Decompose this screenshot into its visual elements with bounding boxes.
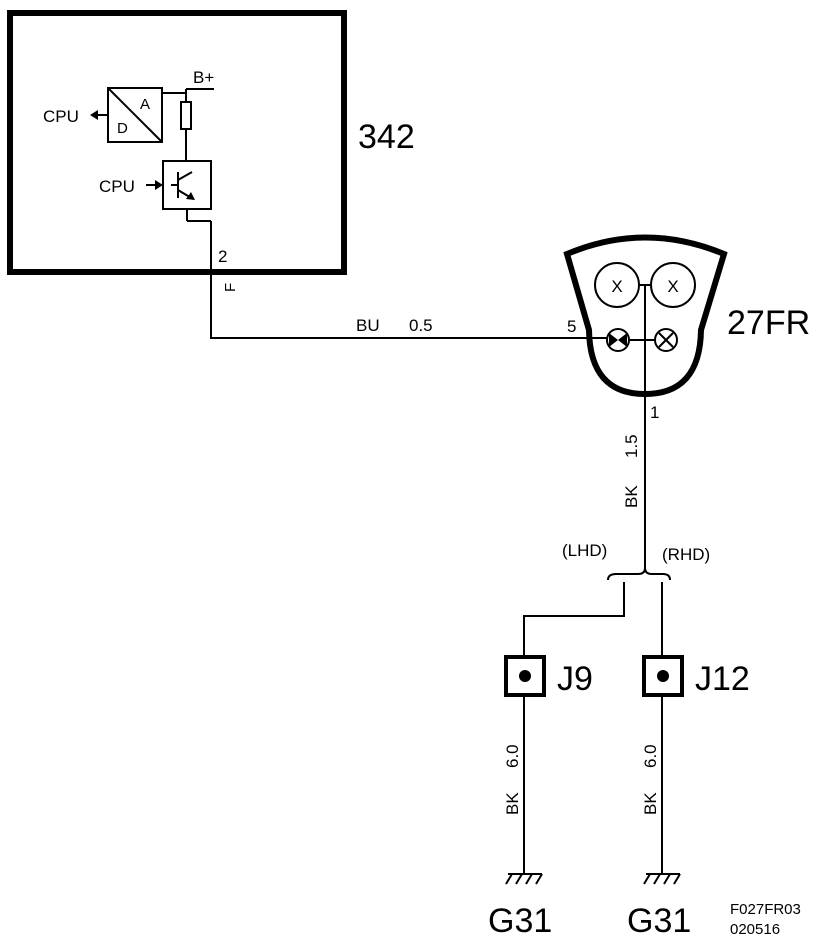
lamp-pin-signal-label: 5 (567, 317, 576, 336)
module-pin-label: 2 (218, 247, 227, 266)
arrow-right-icon (155, 180, 163, 190)
cpu-out-label: CPU (43, 107, 79, 126)
module-342: A D CPU B+ CPU 2 F 342 (7, 10, 415, 292)
right-ground-wire-color: BK (641, 792, 660, 815)
ground-icon (505, 873, 543, 885)
lamp-pin-ground-label: 1 (650, 403, 659, 422)
ground-left-id: G31 (488, 902, 552, 940)
lamp-27FR: X X 5 1 27FR (563, 234, 810, 422)
svg-text:X: X (611, 277, 622, 296)
lamp-ground-wire-size: 1.5 (622, 434, 641, 458)
lamp-housing (563, 234, 728, 398)
ground-right-id: G31 (627, 902, 691, 940)
cpu-in-label: CPU (99, 177, 135, 196)
date-code: 020516 (730, 921, 780, 938)
variant-rhd-label: (RHD) (662, 545, 710, 564)
adc-d-label: D (117, 120, 128, 137)
transistor-block (162, 160, 212, 210)
variant-brace (607, 567, 671, 581)
ground-icon (643, 873, 681, 885)
module-outline (7, 10, 347, 275)
figure-code: F027FR03 (730, 901, 801, 918)
connector-dot-icon (657, 670, 669, 682)
connector-J12: J12 (642, 655, 750, 698)
right-ground-wire-size: 6.0 (641, 744, 660, 768)
connector-right-id: J12 (695, 660, 750, 698)
lamp-ground-wire-color: BK (622, 485, 641, 508)
connector-J9: J9 (504, 655, 593, 698)
lhd-branch-wire (523, 582, 625, 656)
left-ground-wire-size: 6.0 (503, 744, 522, 768)
signal-wire-size: 0.5 (409, 316, 433, 335)
left-ground-wire-color: BK (503, 792, 522, 815)
supply-label: B+ (193, 68, 214, 87)
connector-left-id: J9 (557, 660, 593, 698)
signal-wire (210, 272, 610, 339)
svg-text:X: X (667, 277, 678, 296)
variant-lhd-label: (LHD) (562, 541, 607, 560)
arrow-left-icon (90, 110, 98, 120)
module-pin-function-label: F (222, 283, 239, 292)
lamp-id-label: 27FR (727, 304, 810, 342)
signal-wire-color: BU (356, 316, 380, 335)
adc-a-label: A (140, 96, 150, 113)
connector-dot-icon (519, 670, 531, 682)
transistor-icon (171, 171, 195, 200)
module-id-label: 342 (358, 118, 415, 156)
resistor (180, 101, 192, 130)
